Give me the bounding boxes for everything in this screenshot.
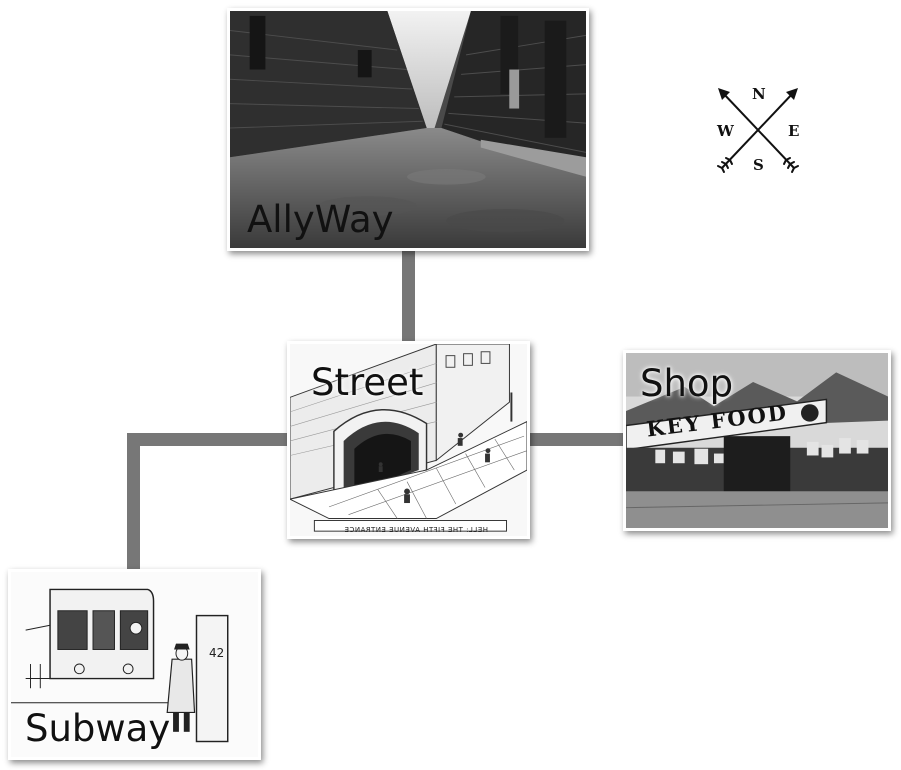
allyway-label: AllyWay — [247, 198, 394, 241]
subway-illustration — [11, 572, 258, 757]
compass-west: W — [717, 122, 734, 140]
shop-card[interactable]: KEY FOOD Shop — [623, 350, 891, 531]
subway-pillar-number: 42 — [209, 646, 225, 660]
connector-street-subway-vertical — [127, 433, 140, 573]
allyway-photo — [230, 11, 586, 248]
compass-south: S — [753, 156, 764, 174]
subway-label: Subway — [25, 707, 171, 750]
compass-east: E — [788, 122, 800, 140]
shop-photo — [626, 353, 888, 528]
connector-street-shop — [527, 433, 627, 446]
shop-label: Shop — [640, 362, 734, 405]
compass: N W E S — [712, 82, 804, 178]
allyway-card[interactable]: AllyWay — [227, 8, 589, 251]
connector-street-allyway — [402, 246, 415, 346]
compass-arrows-icon — [717, 88, 799, 173]
street-card[interactable]: HELL: THE FIFTH AVENUE ENTRANCE Street — [287, 341, 530, 539]
subway-card[interactable]: 42 Subway — [8, 569, 261, 760]
street-label: Street — [311, 361, 424, 404]
compass-north: N — [752, 85, 766, 103]
street-caption: HELL: THE FIFTH AVENUE ENTRANCE — [344, 526, 488, 534]
street-illustration — [290, 344, 527, 536]
connector-street-subway-horizontal — [127, 433, 291, 446]
